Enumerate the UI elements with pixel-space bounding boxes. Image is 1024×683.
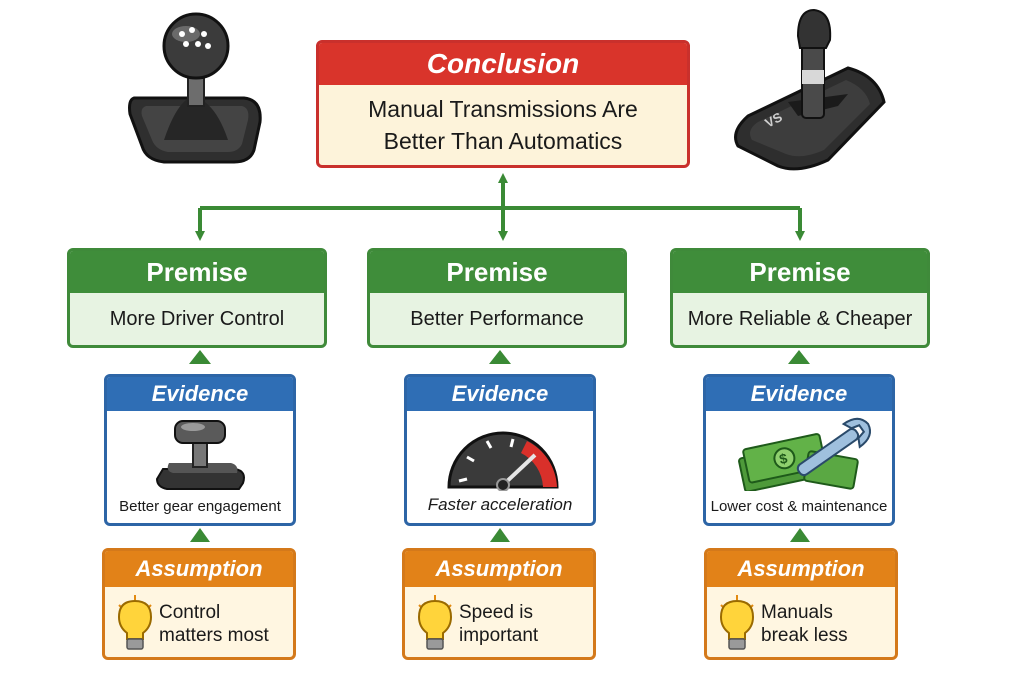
premise-box-2: Premise Better Performance xyxy=(367,248,627,348)
evidence-caption: Lower cost & maintenance xyxy=(710,498,888,515)
lightbulb-icon xyxy=(719,595,755,650)
evidence-box-2: Evidence Faster acceleration xyxy=(404,374,596,526)
assumption-line2: matters most xyxy=(159,625,269,646)
assumption-header: Assumption xyxy=(105,551,293,587)
assumption-text: Manuals break less xyxy=(761,601,889,647)
assumption-text: Speed is important xyxy=(459,601,587,647)
lightbulb-icon xyxy=(117,595,153,650)
lightbulb-icon xyxy=(417,595,453,650)
conclusion-box: Conclusion Manual Transmissions Are Bett… xyxy=(316,40,690,168)
tachometer-icon xyxy=(447,431,559,491)
conclusion-body: Manual Transmissions Are Better Than Aut… xyxy=(319,85,687,165)
assumption-line1: Manuals xyxy=(761,602,833,623)
assumption-line1: Control xyxy=(159,602,221,623)
money-wrench-icon: $ xyxy=(738,417,871,491)
assumption-box-2: Assumption Speed is important xyxy=(402,548,596,660)
assumption-header: Assumption xyxy=(405,551,593,587)
premise-text: More Reliable & Cheaper xyxy=(687,307,913,330)
manual-shifter-icon xyxy=(128,12,262,164)
evidence-header: Evidence xyxy=(706,377,892,411)
premise-header: Premise xyxy=(370,251,624,293)
assumption-box-3: Assumption Manuals break less xyxy=(704,548,898,660)
assumption-header: Assumption xyxy=(707,551,895,587)
evidence-box-1: Evidence Better gear engagement xyxy=(104,374,296,526)
evidence-header: Evidence xyxy=(107,377,293,411)
small-up-arrows xyxy=(189,350,810,542)
evidence-caption: Better gear engagement xyxy=(119,498,281,515)
shifter-label: VS xyxy=(762,109,785,131)
premise-box-1: Premise More Driver Control xyxy=(67,248,327,348)
evidence-box-3: Evidence $ Lower cost & maintenance xyxy=(703,374,895,526)
assumption-line2: break less xyxy=(761,625,848,646)
evidence-caption: Faster acceleration xyxy=(427,495,573,514)
assumption-line1: Speed is xyxy=(459,602,533,623)
svg-text:$: $ xyxy=(778,450,789,467)
assumption-text: Control matters most xyxy=(159,601,287,647)
premise-text: Better Performance xyxy=(410,307,584,330)
arrow-lines xyxy=(195,173,805,241)
conclusion-text-line1: Manual Transmissions Are xyxy=(368,96,638,122)
conclusion-text-line2: Better Than Automatics xyxy=(383,128,623,154)
conclusion-header: Conclusion xyxy=(319,43,687,85)
premise-header: Premise xyxy=(70,251,324,293)
automatic-shifter-icon: VS xyxy=(734,8,886,171)
premise-box-3: Premise More Reliable & Cheaper xyxy=(670,248,930,348)
assumption-box-1: Assumption Control matters most xyxy=(102,548,296,660)
evidence-header: Evidence xyxy=(407,377,593,411)
premise-text: More Driver Control xyxy=(109,307,285,330)
assumption-line2: important xyxy=(459,625,539,646)
gear-shifter-icon xyxy=(155,420,245,490)
premise-header: Premise xyxy=(673,251,927,293)
